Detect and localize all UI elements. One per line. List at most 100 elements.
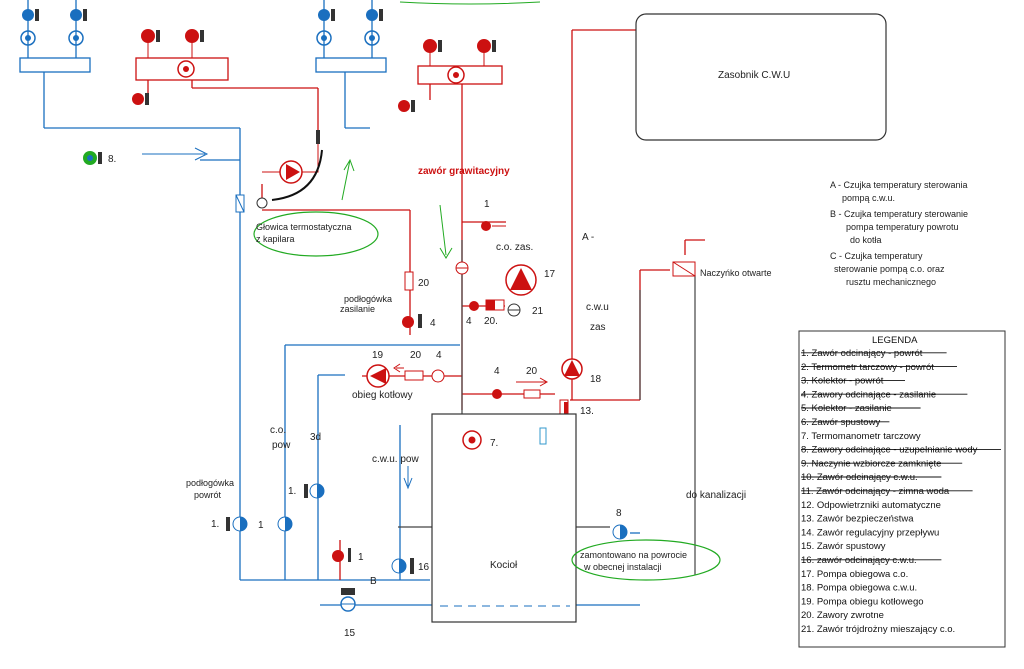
legend-item: 1. Zawór odcinający - powrót <box>801 348 923 359</box>
legend-items: 1. Zawór odcinający - powrót 2. Termometr… <box>801 348 1001 635</box>
label-8b: 8 <box>616 508 622 519</box>
legend-item: 20. Zawory zwrotne <box>801 610 884 621</box>
label-1e: 1 <box>358 552 364 563</box>
legend-item: 19. Pompa obiegu kotłowego <box>801 596 924 607</box>
shutoff-valve-icon <box>285 517 292 531</box>
legend-item: 9. Naczynie wzbiorcze zamknięte <box>801 458 941 469</box>
legend-item: 7. Termomanometr tarczowy <box>801 431 921 442</box>
mid-collector-group <box>315 1 541 112</box>
legend-item: 3. Kolektor - powrót <box>801 376 884 387</box>
legend-item: 2. Termometr tarczowy - powrót <box>801 362 934 373</box>
label-16: 16 <box>418 562 430 573</box>
boiler-thermomanometer-icon <box>462 430 482 450</box>
thermomanometer-icon <box>177 60 195 78</box>
co-return-label: c.o. <box>270 425 286 436</box>
sensor-line: B - Czujka temperatury sterowanie <box>830 209 968 219</box>
thermometer-icon <box>316 30 332 46</box>
drain-valve-icon <box>398 100 410 112</box>
co-return-label-2: pow <box>272 440 291 451</box>
floor-supply-label-2: zasilanie <box>340 304 375 314</box>
valve-icon <box>366 9 378 21</box>
co-supply-label: c.o. zas. <box>496 242 533 253</box>
sensor-descriptions: A - Czujka temperatury sterowania pompą … <box>830 180 968 287</box>
thermometer-icon <box>364 30 380 46</box>
drain-valve-icon <box>132 93 144 105</box>
drain-label: do kanalizacji <box>686 490 746 501</box>
legend-item: 5. Kolektor - zasilanie <box>801 403 892 414</box>
sensor-line: pompą c.w.u. <box>842 193 895 203</box>
legend-item: 6. Zawór spustowy <box>801 417 880 428</box>
legend-item: 11. Zawór odcinający - zimna woda <box>801 486 950 497</box>
label-4c: 4 <box>436 350 442 361</box>
cwu-valve-icon <box>399 559 406 573</box>
thermometer-icon <box>20 30 36 46</box>
label-20d: 20 <box>526 366 538 377</box>
cwu-supply-label: c.w.u <box>586 302 609 313</box>
thermomanometer-icon <box>447 66 465 84</box>
floor-supply-label: podłogówka <box>344 294 392 304</box>
legend-item: 13. Zawór bezpieczeństwa <box>801 514 914 525</box>
legend-item: 14. Zawór regulacyjny przepływu <box>801 527 939 538</box>
supply-collector <box>417 65 503 85</box>
return-collector <box>19 57 91 73</box>
supply-collector <box>135 57 229 81</box>
legend-item: 17. Pompa obiegowa c.o. <box>801 569 908 580</box>
sensor-line: A - Czujka temperatury sterowania <box>830 180 968 190</box>
shutoff-valve-icon <box>477 39 491 53</box>
shutoff-valve-icon <box>240 517 247 531</box>
thermometer-icon <box>68 30 84 46</box>
sensor-line: rusztu mechanicznego <box>846 277 936 287</box>
storage-label: Zasobnik C.W.U <box>718 70 790 81</box>
cwu-return-label: c.w.u. pow <box>372 454 419 465</box>
gravity-valve-label: zawór grawitacyjny <box>418 166 510 177</box>
legend-item: 16. zawór odcinający c.w.u. <box>801 555 917 566</box>
label-4d: 4 <box>494 366 500 377</box>
label-7: 7. <box>490 438 498 449</box>
label-3d: 3d <box>310 432 321 443</box>
shutoff-valve-icon <box>431 369 445 383</box>
floor-return-label: podłogówka <box>186 478 234 488</box>
sensor-line: sterowanie pompą c.o. oraz <box>834 264 945 274</box>
shutoff-valve-icon <box>332 550 344 562</box>
legend-item: 4. Zawory odcinające - zasilanie <box>801 389 936 400</box>
sensor-line: pompa temperatury powrotu <box>846 222 959 232</box>
refill-valve-icon <box>620 525 627 539</box>
label-20c: 20 <box>410 350 422 361</box>
valve-icon <box>318 9 330 21</box>
shutoff-valve-icon <box>481 221 491 231</box>
sensor-line: do kotła <box>850 235 882 245</box>
legend-item: 15. Zawór spustowy <box>801 541 886 552</box>
label-15: 15 <box>344 628 356 639</box>
legend-title: LEGENDA <box>872 335 918 346</box>
expansion-label: Naczyńko otwarte <box>700 268 772 278</box>
label-1b: 1. <box>288 486 296 497</box>
boiler <box>431 413 577 623</box>
boiler-circuit-label: obieg kotłowy <box>352 390 413 401</box>
shutoff-valve-icon <box>185 29 199 43</box>
check-valve-icon <box>404 271 414 291</box>
legend-box <box>798 330 1006 648</box>
label-1: 1 <box>484 199 490 210</box>
label-4: 4 <box>430 318 436 329</box>
legend-item: 8. Zawory odcinające - uzupełnianie wody <box>801 445 978 456</box>
cwu-supply-label-2: zas <box>590 322 606 333</box>
legend-item: 21. Zawór trójdrożny mieszający c.o. <box>801 624 955 635</box>
label-4b: 4 <box>466 316 472 327</box>
shutoff-valve-icon <box>492 389 502 399</box>
sensor-line: C - Czujka temperatury <box>830 251 923 261</box>
label-13: 13. <box>580 406 594 417</box>
label-19: 19 <box>372 350 384 361</box>
legend-item: 10. Zawór odcinający c.w.u. <box>801 472 918 483</box>
legend-item: 18. Pompa obiegowa c.w.u. <box>801 583 917 594</box>
thermo-head-icon <box>256 197 268 209</box>
label-21: 21 <box>532 306 544 317</box>
shutoff-valve-icon <box>317 484 324 498</box>
return-note-label-2: w obecnej instalacji <box>583 562 662 572</box>
label-17: 17 <box>544 269 556 280</box>
thermo-head-label: Głowica termostatyczna <box>256 222 352 232</box>
valve-icon <box>70 9 82 21</box>
label-18: 18 <box>590 374 602 385</box>
shutoff-valve-icon <box>402 316 414 328</box>
